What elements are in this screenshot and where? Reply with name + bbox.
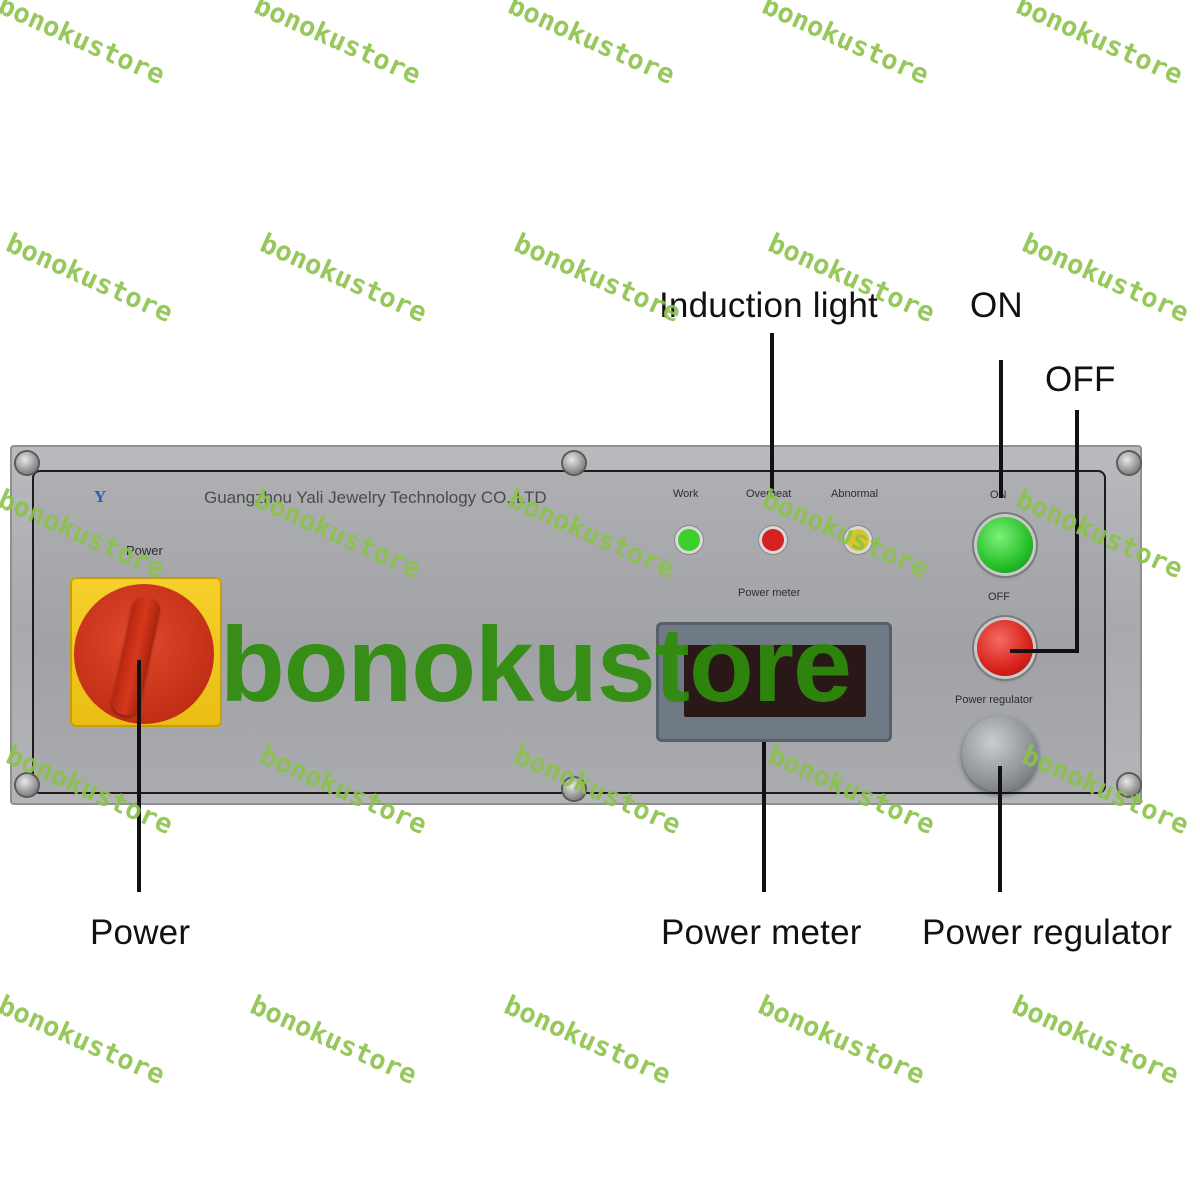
watermark: bonokustore (753, 990, 930, 1092)
screw-icon (16, 774, 38, 796)
watermark: bonokustore (1007, 990, 1184, 1092)
watermark: bonokustore (757, 0, 934, 92)
watermark: bonokustore (1, 228, 178, 330)
callout-induction-light: Induction light (659, 286, 878, 325)
watermark: bonokustore (0, 990, 170, 1092)
screw-icon (1118, 452, 1140, 474)
overheat-indicator-light (762, 529, 784, 551)
leader-line-off (1010, 649, 1079, 653)
callout-power: Power (90, 913, 191, 952)
power-switch-label: Power (126, 543, 163, 558)
leader-line-on (999, 360, 1003, 498)
work-indicator-light (678, 529, 700, 551)
watermark: bonokustore (249, 0, 426, 92)
indicator-label-work: Work (673, 488, 699, 500)
on-button[interactable] (977, 517, 1033, 573)
leader-line-power-meter (762, 742, 766, 892)
leader-line-off (1075, 410, 1079, 652)
callout-power-regulator: Power regulator (922, 913, 1173, 952)
callout-on: ON (970, 286, 1023, 325)
abnormal-indicator-light (847, 529, 869, 551)
leader-line-power-regulator (998, 766, 1002, 892)
watermark: bonokustore (499, 990, 676, 1092)
leader-line-power (137, 660, 141, 892)
meter-display (684, 645, 866, 717)
screw-icon (1118, 774, 1140, 796)
callout-off: OFF (1045, 360, 1116, 399)
leader-line-induction-light (770, 333, 774, 493)
off-button-label: OFF (988, 591, 1010, 603)
watermark: bonokustore (503, 0, 680, 92)
meter-label: Power meter (738, 587, 801, 599)
indicator-label-abnormal: Abnormal (831, 488, 879, 500)
screw-icon (16, 452, 38, 474)
watermark: bonokustore (1011, 0, 1188, 92)
watermark: bonokustore (1017, 228, 1194, 330)
indicator-label-overheat: Overheat (746, 488, 792, 500)
watermark: bonokustore (0, 0, 170, 92)
regulator-label: Power regulator (955, 694, 1033, 706)
watermark: bonokustore (255, 228, 432, 330)
callout-power-meter: Power meter (661, 913, 862, 952)
watermark: bonokustore (245, 990, 422, 1092)
company-name: Guangzhou Yali Jewelry Technology CO.,LT… (204, 488, 547, 507)
off-button[interactable] (977, 620, 1033, 676)
screw-icon (563, 778, 585, 800)
screw-icon (563, 452, 585, 474)
company-logo-icon: Y (94, 487, 107, 506)
